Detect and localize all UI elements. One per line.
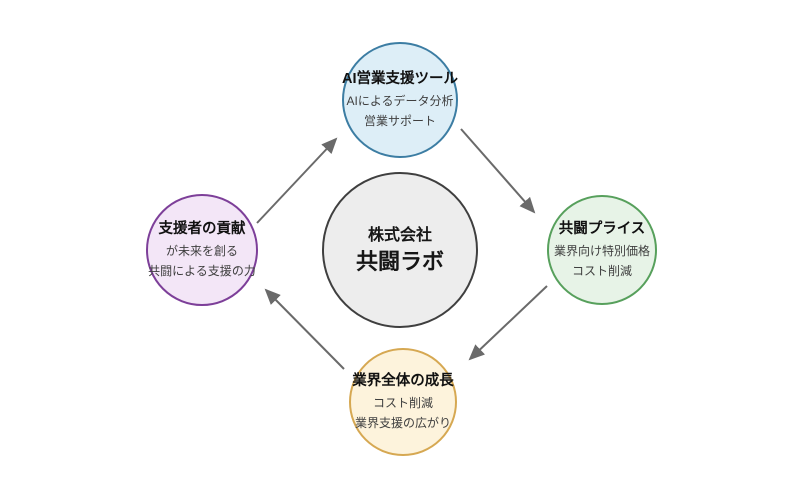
arrow-top-to-right xyxy=(460,128,536,214)
node-ai-sales-support-tool: AI営業支援ツール AIによるデータ分析 営業サポート xyxy=(342,42,458,158)
node-industry-growth: 業界全体の成長 コスト削減 業界支援の広がり xyxy=(349,348,457,456)
node-subtext: 業界向け特別価格 xyxy=(553,243,650,258)
company-name-label: 共闘ラボ xyxy=(355,248,444,274)
arrow-left-to-top xyxy=(256,137,338,224)
node-kyoto-price: 共闘プライス 業界向け特別価格 コスト削減 xyxy=(547,195,657,305)
node-title: 共闘プライス xyxy=(558,221,646,238)
node-subtext: AIによるデータ分析 xyxy=(346,93,454,108)
node-title: 業界全体の成長 xyxy=(352,373,454,390)
center-node-company: 株式会社 共闘ラボ xyxy=(322,172,478,328)
node-subtext: コスト削減 xyxy=(372,395,433,410)
company-prefix-label: 株式会社 xyxy=(367,226,432,244)
node-subtext: 営業サポート xyxy=(363,114,436,129)
arrow-right-to-bottom xyxy=(468,285,548,361)
node-supporter-contribution: 支援者の貢献 が未来を創る 共闘による支援の力 xyxy=(146,194,258,306)
node-subtext: コスト削減 xyxy=(571,264,632,279)
arrow-bottom-to-left xyxy=(264,288,345,370)
node-subtext: 共闘による支援の力 xyxy=(148,264,256,279)
node-subtext: 業界支援の広がり xyxy=(354,416,451,431)
node-subtext: が未来を創る xyxy=(165,243,238,258)
node-title: AI営業支援ツール xyxy=(342,71,458,88)
node-title: 支援者の貢献 xyxy=(158,221,246,238)
